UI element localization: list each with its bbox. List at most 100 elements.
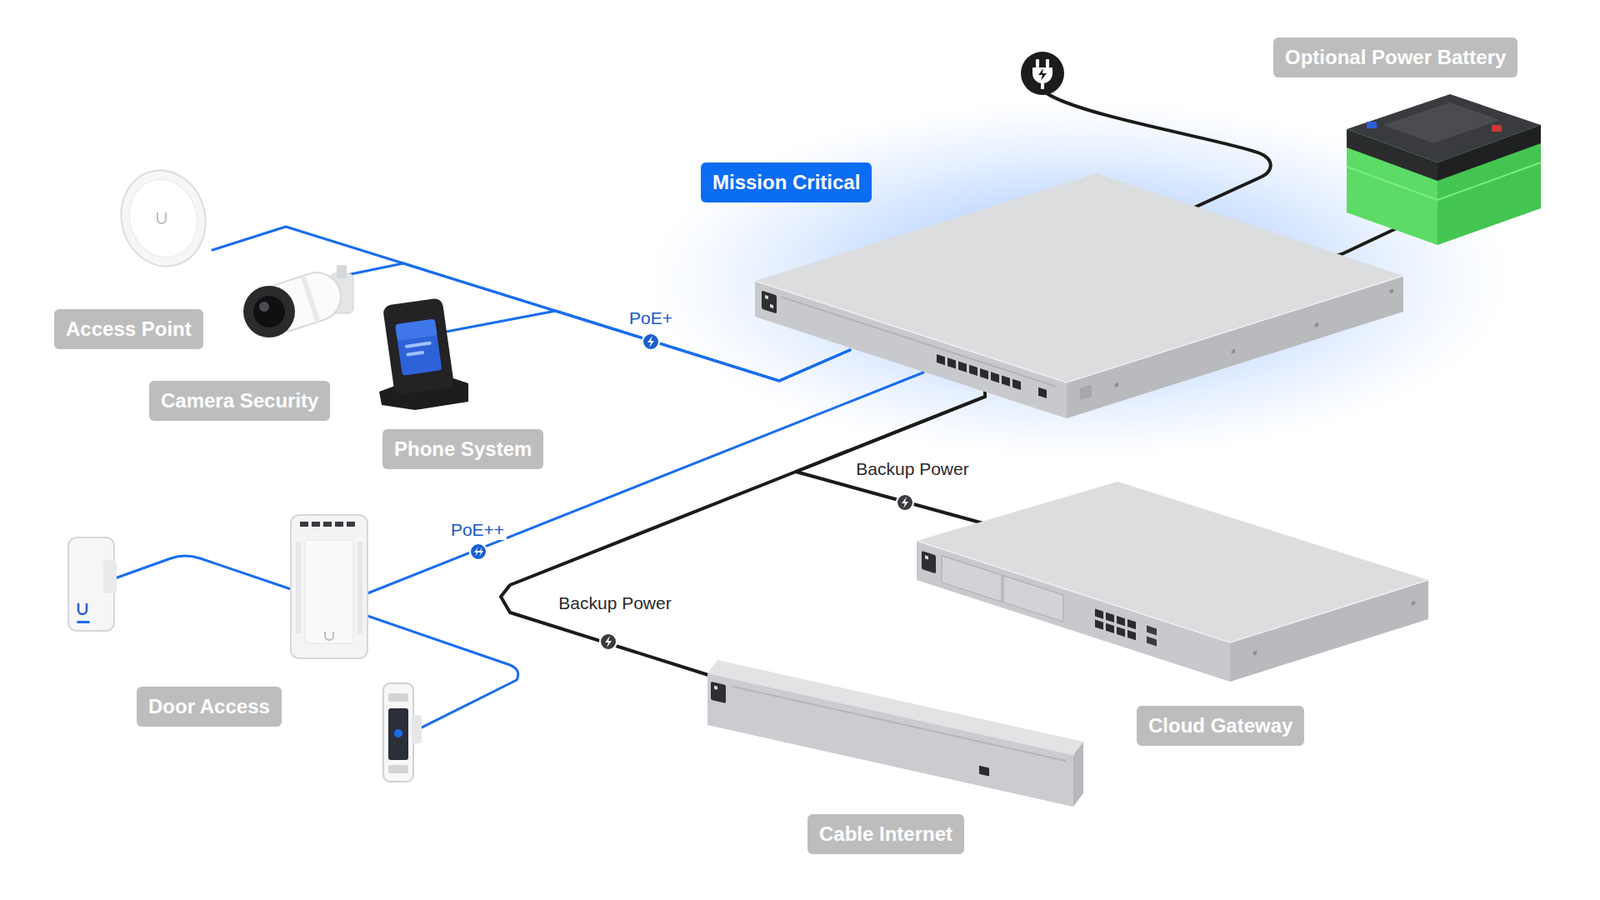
phone-device bbox=[379, 297, 469, 410]
gateway-device bbox=[1230, 580, 1429, 682]
switch-device bbox=[755, 280, 1067, 419]
switch-device bbox=[1315, 322, 1320, 329]
gateway-device bbox=[916, 540, 1230, 682]
camera-device bbox=[243, 285, 295, 338]
camera-device bbox=[259, 301, 270, 312]
wire-label: PoE+ bbox=[626, 308, 675, 329]
gateway-device bbox=[1411, 600, 1416, 606]
poe-icon bbox=[478, 546, 484, 557]
cable-modem-device bbox=[732, 685, 1066, 762]
device-label: Door Access bbox=[136, 686, 282, 727]
switch-device bbox=[936, 354, 945, 365]
battery-node: Optional Power Battery bbox=[1270, 35, 1544, 227]
gateway-device bbox=[921, 550, 936, 575]
switch-device bbox=[761, 290, 1057, 405]
cable-modem-device bbox=[979, 765, 990, 777]
power-plug bbox=[1040, 82, 1045, 90]
cable-modem-device bbox=[707, 660, 1084, 807]
camera-device bbox=[253, 295, 285, 328]
gateway-device bbox=[1253, 600, 1416, 655]
gateway-device bbox=[1127, 630, 1136, 640]
power-plug bbox=[1035, 59, 1040, 68]
gateway-device bbox=[1127, 619, 1136, 630]
switch-node: Mission Critical bbox=[698, 160, 1270, 350]
switch-device bbox=[990, 371, 1000, 383]
access-point-node: Access Point bbox=[50, 170, 213, 355]
switch-device bbox=[770, 304, 774, 309]
switch-device bbox=[1115, 382, 1120, 389]
poe-icon bbox=[642, 333, 660, 350]
switch-device bbox=[969, 365, 978, 376]
gateway-device bbox=[916, 481, 1429, 682]
switch-glow bbox=[645, 100, 1513, 459]
backup-power-icon bbox=[896, 494, 914, 511]
poe-icon bbox=[642, 333, 660, 350]
backup-power-icon bbox=[600, 633, 617, 650]
cable-modem-device bbox=[714, 685, 718, 690]
battery-device bbox=[1491, 125, 1502, 132]
phone-device bbox=[405, 350, 425, 357]
phone-device bbox=[405, 341, 432, 349]
phone-device bbox=[395, 319, 442, 376]
door-hub-device bbox=[311, 521, 320, 527]
door-reader-device bbox=[388, 708, 409, 760]
door-reader-device bbox=[388, 765, 409, 774]
switch-device bbox=[1080, 288, 1395, 402]
gateway-device bbox=[925, 555, 929, 560]
switch-device bbox=[980, 368, 989, 380]
gateway-node: Cloud Gateway bbox=[975, 523, 1434, 749]
cable-modem-device bbox=[707, 673, 1074, 807]
gateway-device bbox=[916, 540, 1429, 643]
poe-icon bbox=[470, 543, 487, 560]
backup-power-icon bbox=[605, 635, 612, 648]
device-label: Camera Security bbox=[149, 380, 330, 421]
device-label: Access Point bbox=[54, 309, 204, 350]
door-hub-device bbox=[305, 540, 354, 644]
door-reader-device bbox=[388, 693, 409, 702]
power-wire bbox=[500, 350, 985, 675]
cable-modem-device bbox=[1073, 741, 1084, 807]
access-point-device bbox=[157, 212, 166, 224]
poe-icon bbox=[470, 543, 487, 560]
gateway-device bbox=[941, 555, 1002, 602]
switch-device bbox=[761, 290, 777, 315]
device-label: Phone System bbox=[382, 429, 544, 470]
battery-device bbox=[1346, 94, 1541, 245]
access-point-device bbox=[110, 160, 217, 276]
gateway-device bbox=[1105, 623, 1115, 634]
switch-device bbox=[1001, 375, 1010, 386]
wire-label: PoE++ bbox=[448, 520, 507, 540]
device-label: Cable Internet bbox=[807, 814, 965, 855]
poe-icon bbox=[474, 546, 480, 557]
power-plug bbox=[1038, 68, 1047, 81]
door-reader-device bbox=[411, 715, 422, 744]
gateway-device bbox=[921, 549, 1157, 653]
poe-wire bbox=[212, 226, 850, 381]
switch-device bbox=[1012, 379, 1021, 390]
power-plug bbox=[1045, 59, 1050, 68]
device-label: Cloud Gateway bbox=[1136, 705, 1305, 746]
door-access-node: Door Access bbox=[62, 508, 368, 730]
door-hub-device bbox=[295, 541, 301, 634]
cable-internet-node: Cable Internet bbox=[708, 654, 1000, 857]
gateway-device bbox=[1003, 575, 1064, 622]
battery-device bbox=[1383, 102, 1500, 144]
switch-device bbox=[1080, 384, 1092, 400]
door-hub-device bbox=[290, 515, 368, 659]
gateway-device bbox=[1146, 625, 1157, 636]
gateway-device bbox=[1116, 626, 1125, 637]
door-reader-device bbox=[68, 537, 117, 631]
door-hub-device bbox=[357, 541, 363, 634]
battery-device bbox=[1346, 94, 1541, 163]
phone-device bbox=[395, 319, 437, 341]
door-hub-device bbox=[323, 521, 332, 527]
battery-device bbox=[1366, 121, 1377, 129]
backup-power-icon bbox=[896, 494, 914, 511]
cable-modem-device bbox=[710, 681, 726, 704]
switch-device bbox=[958, 361, 967, 373]
backup-power-icon bbox=[600, 633, 617, 650]
switch-device bbox=[765, 295, 769, 300]
backup-power-icon bbox=[901, 496, 909, 509]
poe-icon bbox=[647, 335, 655, 348]
